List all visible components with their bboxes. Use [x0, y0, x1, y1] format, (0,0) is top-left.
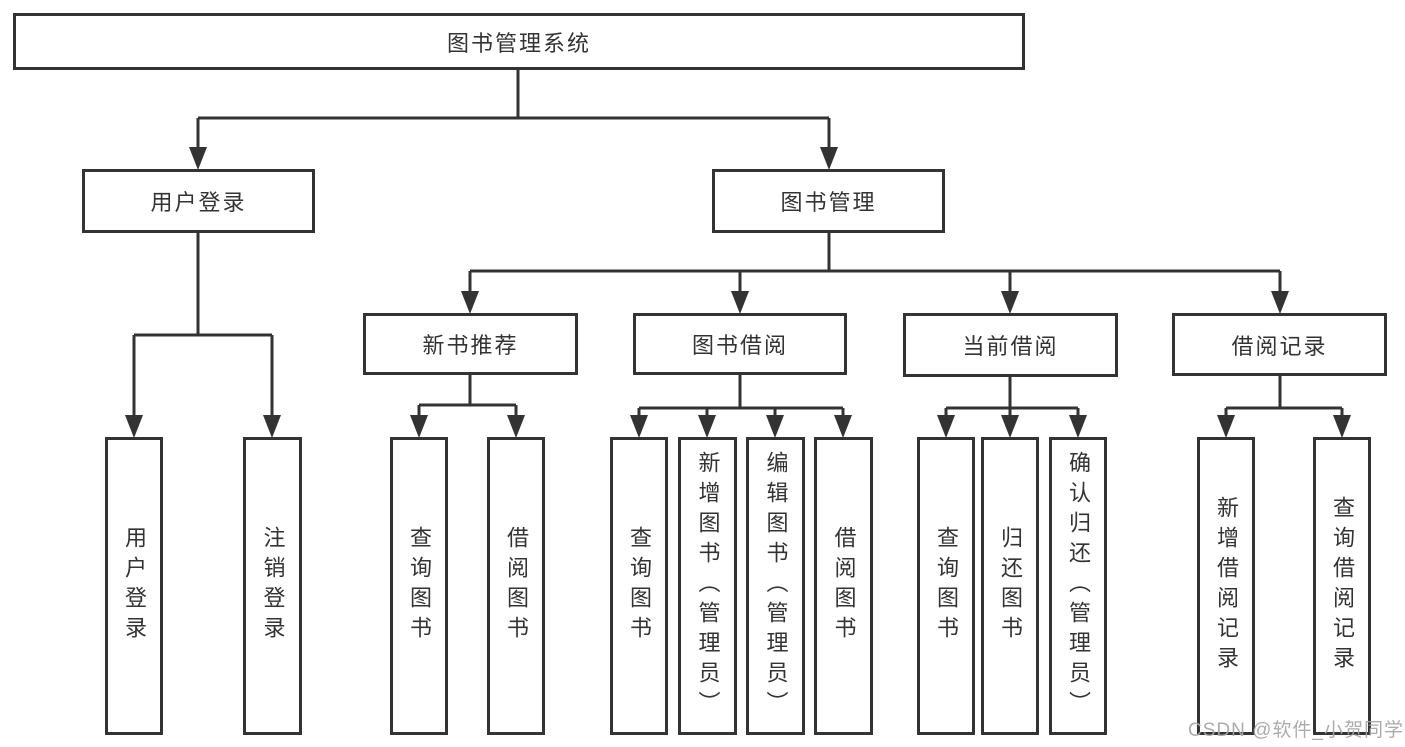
node-user-login: 用户登录	[82, 169, 315, 233]
connector	[417, 375, 518, 420]
leaf-query-books-2: 查询图书	[610, 437, 668, 735]
node-label: 用户登录	[122, 526, 147, 646]
node-borrowing-records: 借阅记录	[1172, 313, 1387, 376]
connector	[132, 233, 274, 420]
node-label: 当前借阅	[962, 334, 1059, 359]
leaf-borrow-books: 借阅图书	[487, 437, 545, 735]
leaf-add-borrow-record: 新增借阅记录	[1197, 437, 1255, 735]
connector	[637, 375, 845, 420]
connector-lines	[132, 70, 1344, 420]
connector	[196, 70, 831, 152]
leaf-user-login: 用户登录	[105, 437, 163, 735]
connector	[1224, 376, 1344, 420]
arrowhead-icon	[1069, 415, 1087, 438]
leaf-borrow-books-2: 借阅图书	[814, 437, 873, 735]
leaf-return-book: 归还图书	[981, 437, 1039, 735]
node-book-management: 图书管理	[712, 169, 945, 233]
node-library-management-system: 图书管理系统	[13, 13, 1025, 70]
arrowhead-icon	[189, 147, 207, 170]
arrowhead-icon	[731, 291, 749, 314]
connector	[944, 377, 1080, 420]
watermark: CSDN @软件_小贺同学	[1188, 720, 1404, 741]
node-current-borrowing: 当前借阅	[903, 313, 1118, 377]
arrowhead-icon	[1217, 415, 1235, 438]
arrowhead-icon	[834, 415, 852, 438]
leaf-add-book-admin: 新增图书（管理员）	[678, 437, 737, 735]
arrowhead-icon	[698, 415, 716, 438]
arrowhead-icon	[766, 415, 784, 438]
leaf-logout: 注销登录	[243, 437, 302, 735]
arrowhead-icon	[937, 415, 955, 438]
node-label: 新增图书（管理员）	[695, 451, 721, 721]
arrowhead-icon	[125, 415, 143, 438]
node-label: 注销登录	[260, 526, 286, 646]
leaf-query-borrow-record: 查询借阅记录	[1313, 437, 1371, 735]
node-label: 确认归还（管理员）	[1066, 451, 1091, 721]
arrowhead-icon	[1001, 415, 1019, 438]
node-label: 编辑图书（管理员）	[763, 451, 789, 721]
node-book-borrowing: 图书借阅	[633, 313, 847, 375]
node-label: 新增借阅记录	[1214, 496, 1239, 676]
arrowhead-icon	[507, 415, 525, 438]
arrowhead-icon	[1001, 291, 1019, 314]
arrowhead-icon	[1271, 291, 1289, 314]
node-label: 查询借阅记录	[1330, 496, 1355, 676]
node-label: 图书管理	[780, 190, 877, 215]
node-label: 图书借阅	[691, 333, 788, 358]
leaf-confirm-return-admin: 确认归还（管理员）	[1049, 437, 1107, 735]
node-label: 用户登录	[150, 190, 247, 215]
node-label: 借阅记录	[1231, 333, 1328, 359]
node-label: 借阅图书	[831, 526, 857, 646]
node-label: 图书管理系统	[446, 30, 591, 56]
leaf-query-books: 查询图书	[390, 437, 448, 735]
node-label: 借阅图书	[504, 526, 529, 646]
arrowhead-icon	[630, 415, 648, 438]
connector	[468, 233, 1282, 296]
node-label: 查询图书	[627, 526, 652, 646]
arrowheads	[125, 147, 1351, 438]
node-label: 查询图书	[407, 526, 432, 646]
arrowhead-icon	[820, 147, 838, 170]
arrowhead-icon	[263, 415, 281, 438]
arrowhead-icon	[1333, 415, 1351, 438]
node-new-book-recommendation: 新书推荐	[363, 313, 578, 375]
node-label: 新书推荐	[422, 333, 519, 358]
node-label: 查询图书	[934, 526, 959, 646]
leaf-edit-book-admin: 编辑图书（管理员）	[746, 437, 805, 735]
arrowhead-icon	[410, 415, 428, 438]
arrowhead-icon	[461, 291, 479, 314]
leaf-query-books-3: 查询图书	[917, 437, 975, 735]
node-label: 归还图书	[998, 526, 1023, 646]
